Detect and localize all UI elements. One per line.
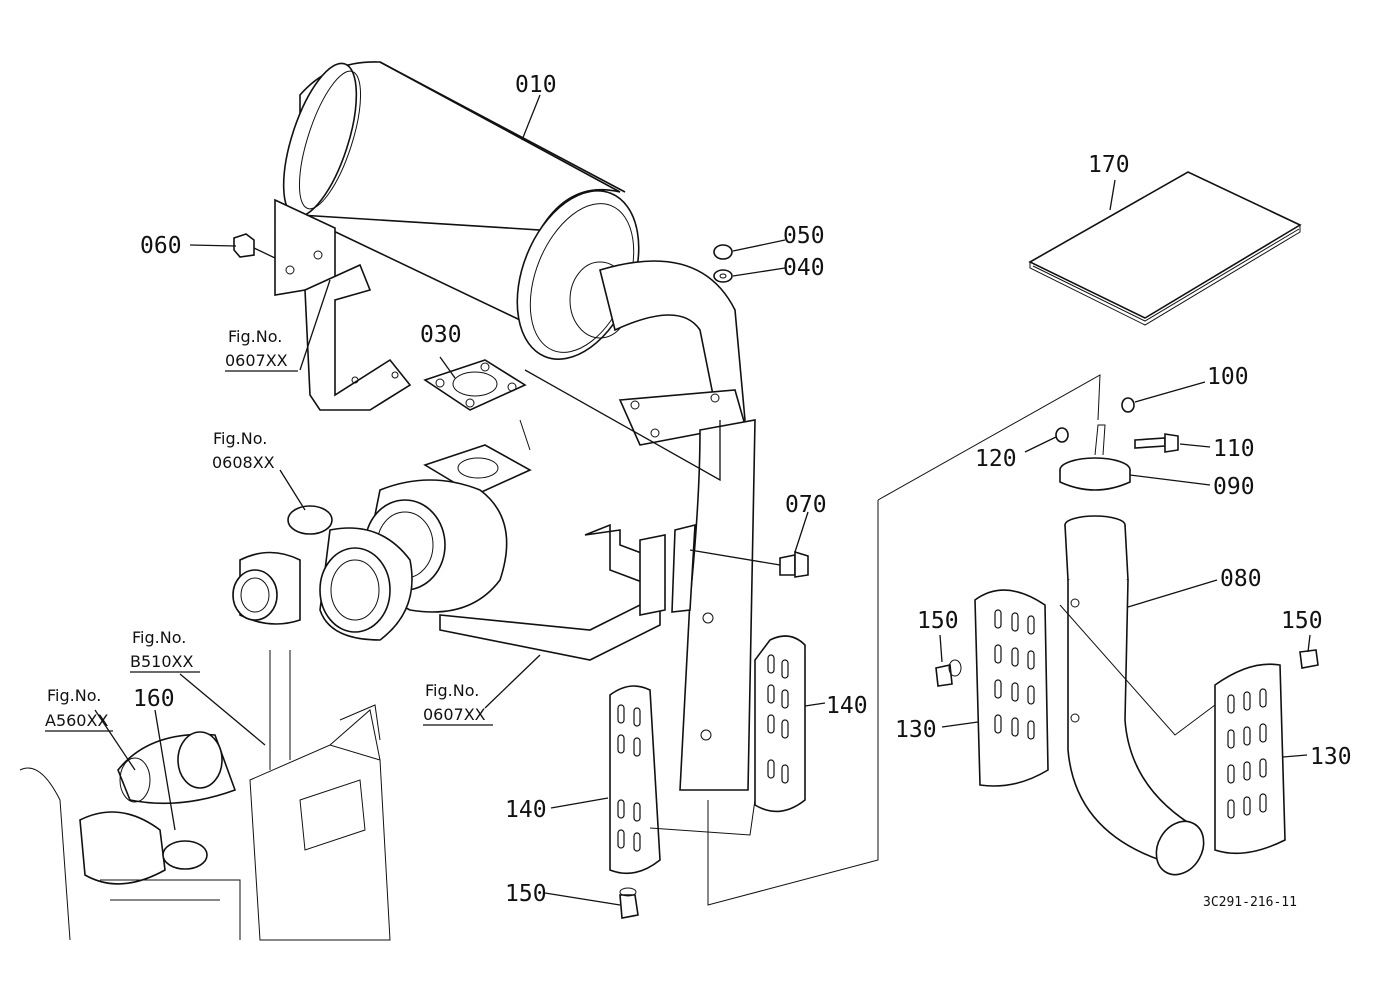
- label-050[interactable]: 050: [783, 223, 825, 249]
- bolt-150-right[interactable]: [1299, 649, 1319, 669]
- drawing-code: 3C291-216-11: [1203, 895, 1297, 910]
- bolt-110[interactable]: [1134, 433, 1179, 453]
- label-040[interactable]: 040: [783, 255, 825, 281]
- label-130-left[interactable]: 130: [895, 717, 937, 743]
- nut-100[interactable]: [1121, 397, 1135, 413]
- fig-ref-number: A560XX: [45, 711, 108, 730]
- fig-ref-number: 0607XX: [225, 351, 288, 370]
- label-160[interactable]: 160: [133, 686, 175, 712]
- manual-170[interactable]: [1028, 171, 1302, 326]
- engine-block: [19, 650, 391, 941]
- tail-pipe-080[interactable]: [1064, 515, 1213, 883]
- heat-shield-140-upper[interactable]: [754, 635, 806, 813]
- fig-ref-number: 0608XX: [212, 453, 275, 472]
- label-070[interactable]: 070: [785, 492, 827, 518]
- heat-shield-130-left[interactable]: [974, 589, 1049, 787]
- starter-motor-160[interactable]: [79, 731, 237, 885]
- nut-120[interactable]: [1055, 427, 1069, 443]
- part-labels: 010 030 040 050 060 070 080 090 100 110 …: [133, 72, 1352, 907]
- heat-shield-130-right[interactable]: [1214, 663, 1286, 855]
- gasket-030[interactable]: [423, 359, 527, 411]
- bolt-150-left[interactable]: [935, 659, 962, 687]
- fig-ref-number: 0607XX: [423, 705, 486, 724]
- fig-ref-0607-upper[interactable]: Fig.No. 0607XX: [225, 327, 298, 372]
- bolt-070[interactable]: [779, 550, 809, 578]
- nut-050[interactable]: [713, 244, 733, 260]
- label-010[interactable]: 010: [515, 72, 557, 98]
- bolt-060[interactable]: [233, 233, 255, 258]
- label-110[interactable]: 110: [1213, 436, 1255, 462]
- label-140-upper[interactable]: 140: [826, 693, 868, 719]
- figure-references: Fig.No. 0607XX Fig.No. 0608XX Fig.No. B5…: [45, 327, 493, 732]
- turbocharger: [232, 419, 532, 641]
- clamp-090[interactable]: [1059, 424, 1131, 491]
- fig-ref-a560[interactable]: Fig.No. A560XX: [45, 686, 113, 732]
- label-060[interactable]: 060: [140, 233, 182, 259]
- fig-ref-0608[interactable]: Fig.No. 0608XX: [212, 429, 275, 472]
- heat-shield-140-lower[interactable]: [609, 685, 661, 875]
- label-150-right[interactable]: 150: [1281, 608, 1323, 634]
- muffler-stay-bracket: [304, 263, 412, 411]
- fig-ref-title: Fig.No.: [47, 686, 101, 705]
- stay-bracket-lower: [439, 523, 696, 661]
- exhaust-downpipe[interactable]: [679, 419, 756, 791]
- muffler-010[interactable]: [269, 55, 747, 446]
- fig-ref-number: B510XX: [130, 652, 193, 671]
- washer-040[interactable]: [713, 269, 733, 283]
- fig-ref-title: Fig.No.: [132, 628, 186, 647]
- fig-ref-title: Fig.No.: [213, 429, 267, 448]
- label-150-lower[interactable]: 150: [505, 881, 547, 907]
- fig-ref-title: Fig.No.: [228, 327, 282, 346]
- label-090[interactable]: 090: [1213, 474, 1255, 500]
- label-170[interactable]: 170: [1088, 152, 1130, 178]
- label-080[interactable]: 080: [1220, 566, 1262, 592]
- fig-ref-title: Fig.No.: [425, 681, 479, 700]
- leader-lines: [94, 94, 1311, 906]
- label-120[interactable]: 120: [975, 446, 1017, 472]
- bolt-150-lower[interactable]: [619, 887, 639, 919]
- label-150-left[interactable]: 150: [917, 608, 959, 634]
- label-140-lower[interactable]: 140: [505, 797, 547, 823]
- label-100[interactable]: 100: [1207, 364, 1249, 390]
- fig-ref-b510[interactable]: Fig.No. B510XX: [130, 628, 200, 673]
- fig-ref-0607-lower[interactable]: Fig.No. 0607XX: [423, 681, 493, 726]
- label-130-right[interactable]: 130: [1310, 744, 1352, 770]
- label-030[interactable]: 030: [420, 322, 462, 348]
